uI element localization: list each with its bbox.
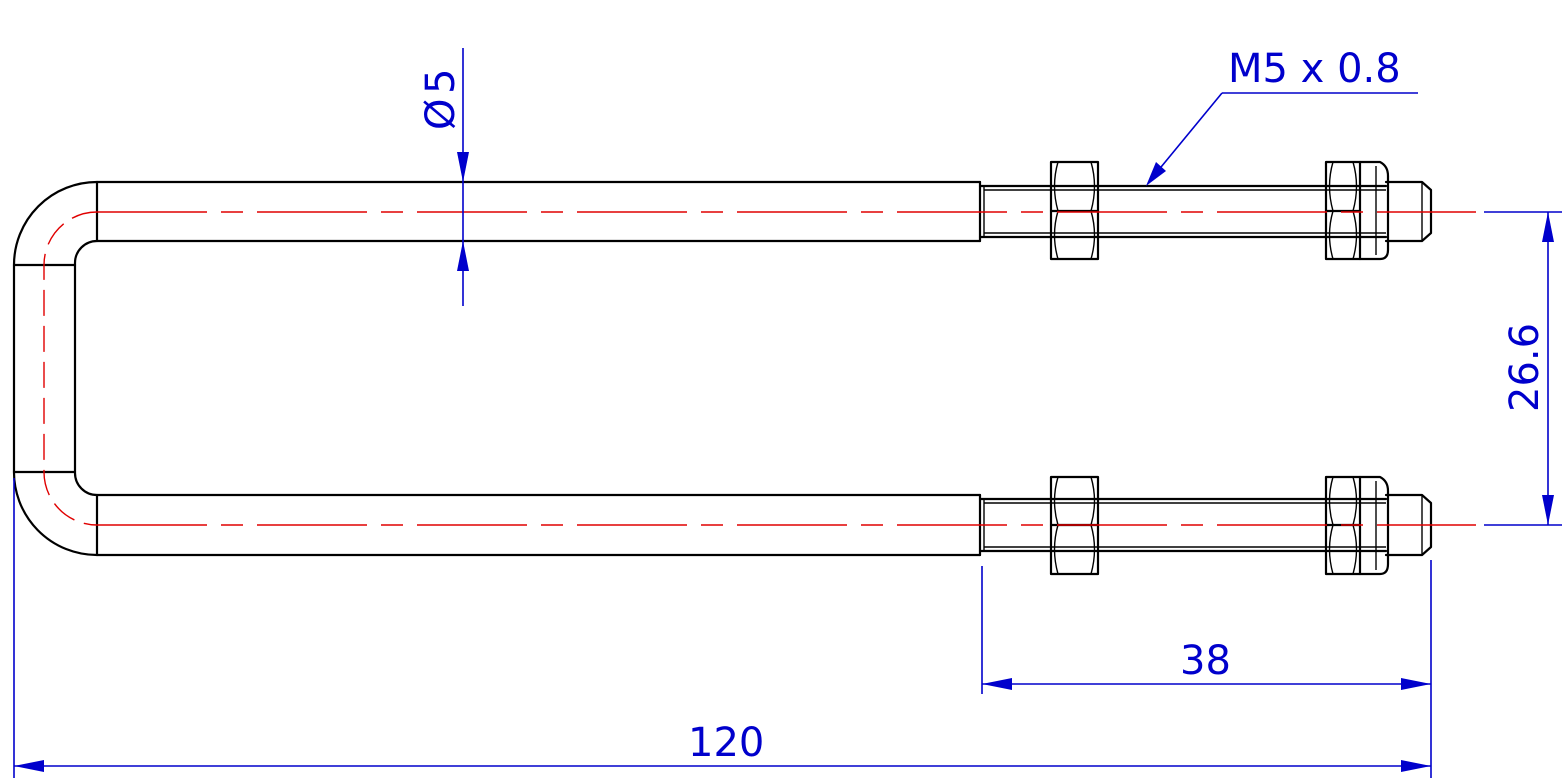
- overall-length-value: 120: [688, 720, 764, 766]
- threaded-end-bottom: [978, 493, 1433, 557]
- u-bolt-inner-contour: [73, 239, 982, 497]
- thread-length-dimension: 38: [981, 560, 1432, 778]
- thread-callout: M5 x 0.8: [1146, 46, 1418, 186]
- thread-callout-label: M5 x 0.8: [1228, 46, 1401, 92]
- diameter-value: 5: [418, 69, 464, 94]
- diameter-symbol: Ø: [418, 99, 464, 130]
- centerline-bend: [43, 211, 98, 526]
- spacing-value: 26.6: [1502, 323, 1548, 412]
- centerlines: [43, 211, 1476, 526]
- overall-length-dimension: 120: [13, 478, 1431, 778]
- hex-nut-top-right: [1324, 160, 1390, 261]
- u-bolt-outer-contour: [12, 180, 982, 557]
- hex-nut-top-left: [1049, 160, 1100, 261]
- u-bolt-body: [12, 180, 982, 557]
- spacing-dimension: 26.6: [1484, 211, 1562, 526]
- thread-length-value: 38: [1180, 638, 1231, 684]
- diameter-dimension: Ø 5: [418, 48, 469, 306]
- threaded-end-top: [978, 180, 1433, 243]
